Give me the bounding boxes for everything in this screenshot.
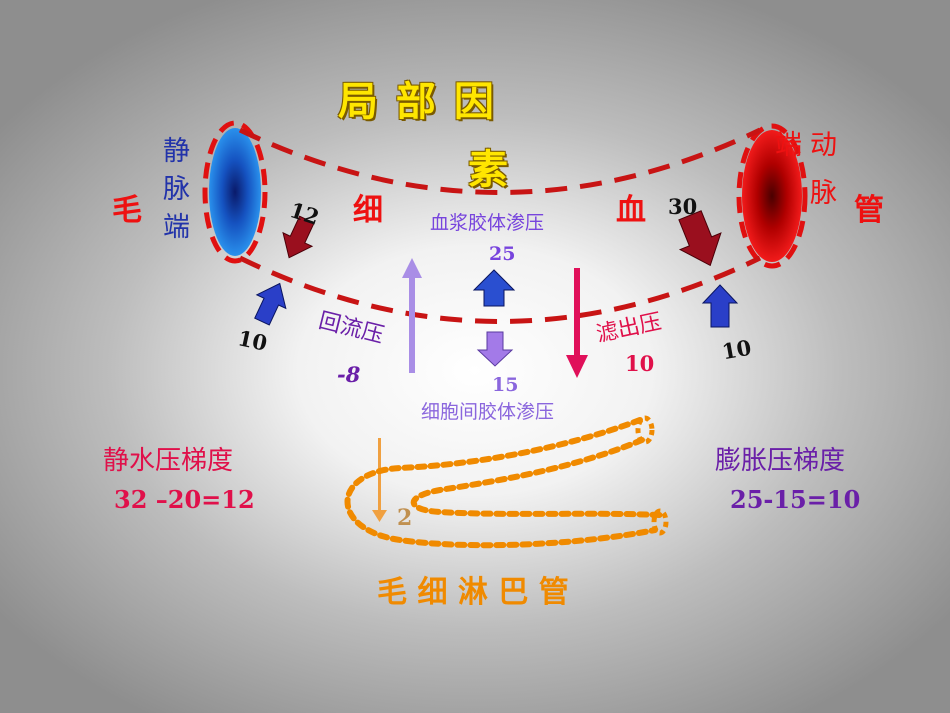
- arterial-end-outline: [736, 123, 808, 269]
- lymph-flow-arrow: [372, 438, 387, 522]
- vessel-char-3: 血: [616, 193, 646, 228]
- arterial-end-ellipse: [742, 130, 802, 262]
- lymph-flow-value: 2: [397, 505, 413, 531]
- filtration-pressure-value: 10: [625, 351, 655, 376]
- plasma-colloid-label: 血浆胶体渗压: [430, 212, 545, 234]
- title-line1: 局 部 因: [338, 79, 496, 125]
- lymphatic-end-top: [635, 415, 655, 445]
- venous-char-2: 脉: [163, 174, 190, 205]
- interstitial-colloid-arrow: [476, 331, 514, 367]
- vessel-char-2: 细: [353, 193, 383, 228]
- venous-outflow-value: 10: [235, 325, 270, 356]
- lymphatic-capillary-outer: [344, 417, 658, 549]
- venous-inflow-arrow: [282, 215, 315, 259]
- capillary-upper-wall: [238, 127, 762, 195]
- hydrostatic-gradient-label: 静水压梯度: [103, 446, 234, 476]
- arterial-char-3: 脉: [810, 178, 837, 209]
- filtration-pressure-arrow: [566, 268, 588, 378]
- swelling-gradient-label: 膨胀压梯度: [715, 446, 846, 476]
- reflux-pressure-value: -8: [337, 362, 361, 387]
- venous-end-outline: [202, 120, 268, 264]
- arterial-inflow-arrow: [701, 284, 739, 328]
- plasma-colloid-value: 25: [489, 243, 516, 265]
- lymphatic-end-right: [651, 508, 669, 536]
- capillary-lower-wall: [238, 255, 762, 324]
- reflux-pressure-arrow: [402, 258, 422, 373]
- venous-outflow-arrow: [254, 282, 287, 326]
- interstitial-colloid-value: 15: [492, 374, 519, 396]
- arterial-char-1: 端: [775, 130, 802, 161]
- lymphatic-capillary-label: 毛 细 淋 巴 管: [377, 575, 569, 610]
- vessel-char-1: 毛: [112, 193, 142, 228]
- arterial-char-2: 动: [810, 130, 837, 161]
- arterial-outflow-arrow: [678, 210, 722, 267]
- venous-char-1: 静: [163, 136, 190, 167]
- venous-end-ellipse: [209, 128, 261, 256]
- interstitial-colloid-label: 细胞间胶体渗压: [421, 401, 555, 423]
- arterial-inflow-value: 30: [668, 194, 698, 219]
- arterial-outflow-value: 10: [720, 334, 754, 365]
- title-line2: 素: [468, 147, 510, 193]
- vessel-char-4: 管: [854, 193, 884, 228]
- plasma-colloid-arrow: [472, 269, 516, 307]
- swelling-gradient-formula: 25-15=10: [730, 485, 861, 514]
- venous-char-3: 端: [163, 212, 190, 243]
- hydrostatic-gradient-formula: 32 –20=12: [114, 485, 255, 514]
- lymphatic-capillary-inner: [410, 437, 663, 518]
